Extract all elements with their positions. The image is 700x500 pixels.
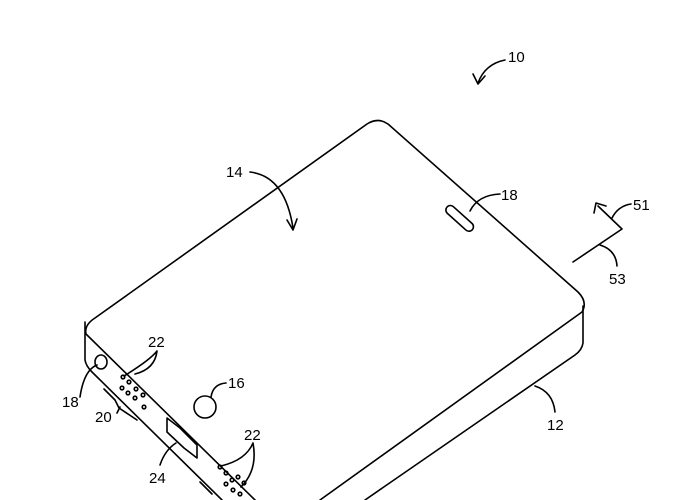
leader-24 (159, 442, 177, 466)
leader-18-side (79, 364, 98, 398)
label-14: 14 (226, 164, 243, 181)
label-22-right: 22 (244, 427, 261, 444)
leader-18-top (469, 193, 501, 212)
leader-12 (534, 385, 556, 413)
device-right-edge (364, 305, 584, 500)
leader-16 (210, 382, 227, 398)
label-10: 10 (508, 49, 525, 66)
label-16: 16 (228, 375, 245, 392)
label-12: 12 (547, 417, 564, 434)
leader-22-left (123, 350, 158, 377)
leader-20 (116, 406, 121, 414)
device-left-edge (84, 321, 223, 500)
leader-14-arrow (249, 171, 298, 231)
side-button-bracket-2 (199, 481, 213, 495)
connector-port (166, 417, 198, 459)
label-20: 20 (95, 409, 112, 426)
side-button-bracket (103, 388, 138, 421)
speaker-holes-left (119, 374, 147, 410)
device-top-face (84, 119, 586, 500)
speaker-holes-right (217, 464, 247, 497)
earpiece-slot (445, 204, 475, 233)
headphone-jack (94, 354, 108, 370)
label-24: 24 (149, 470, 166, 487)
label-18-side: 18 (62, 394, 79, 411)
leader-22-right (220, 442, 255, 488)
leader-10-arrow (472, 59, 506, 85)
label-18-top: 18 (501, 187, 518, 204)
direction-axis (572, 202, 623, 263)
home-button (193, 395, 217, 419)
label-51: 51 (633, 197, 650, 214)
label-22-left: 22 (148, 334, 165, 351)
leader-51 (611, 203, 632, 219)
label-53: 53 (609, 271, 626, 288)
leader-53 (599, 244, 618, 267)
